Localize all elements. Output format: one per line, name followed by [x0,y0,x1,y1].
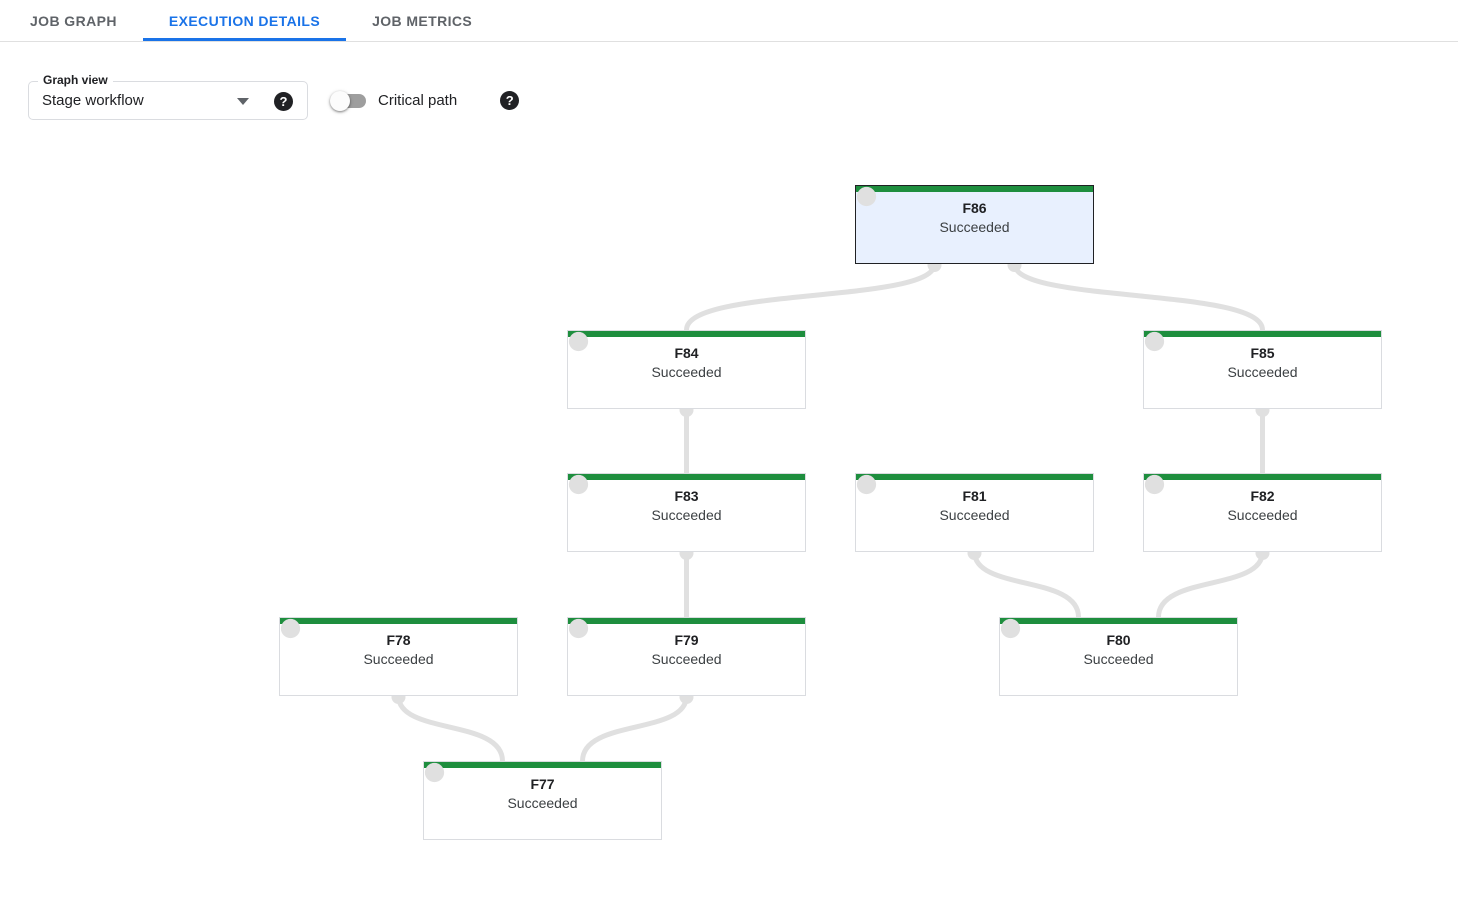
tab-label: JOB METRICS [372,12,473,29]
status-bar [856,474,1093,480]
stage-node-f84[interactable]: F84 Succeeded [567,330,806,409]
tab-execution-details[interactable]: EXECUTION DETAILS [143,0,346,41]
graph-edge [684,263,937,331]
execution-details-page: JOB GRAPH EXECUTION DETAILS JOB METRICS … [0,0,1458,840]
check-circle-icon [568,618,589,639]
check-circle-icon [856,474,877,495]
stage-node-status: Succeeded [939,219,1010,235]
critical-path-control: Critical path ? [330,90,520,111]
stage-node-f77[interactable]: F77 Succeeded [423,761,662,840]
stage-node-f78[interactable]: F78 Succeeded [279,617,518,696]
stage-node-title: F84 [674,345,699,361]
stage-node-title: F80 [1106,632,1131,648]
toggle-thumb [330,90,350,111]
check-circle-icon [1000,618,1021,639]
graph-edge [972,551,1081,618]
stage-node-title: F81 [962,488,987,504]
stage-node-f79[interactable]: F79 Succeeded [567,617,806,696]
critical-path-help-icon[interactable]: ? [500,91,520,110]
status-bar [568,618,805,624]
stage-node-f86[interactable]: F86 Succeeded [855,185,1094,264]
graph-view-select-label: Graph view [38,73,113,87]
check-circle-icon [856,186,877,207]
graph-toolbar: Graph view Stage workflow ? Critical pat… [28,73,1458,120]
stage-node-title: F86 [962,200,987,216]
stage-node-status: Succeeded [363,651,434,667]
tab-label: EXECUTION DETAILS [168,12,321,29]
check-circle-icon [568,474,589,495]
status-bar [568,474,805,480]
stage-node-status: Succeeded [651,507,722,523]
status-bar [1144,331,1381,337]
stage-node-status: Succeeded [939,507,1010,523]
stage-node-status: Succeeded [651,364,722,380]
graph-view-select[interactable]: Graph view Stage workflow ? [28,73,308,120]
tab-label: JOB GRAPH [30,12,117,29]
tab-job-metrics[interactable]: JOB METRICS [346,0,498,41]
stage-node-status: Succeeded [1083,651,1154,667]
graph-edge [1156,551,1265,618]
check-circle-icon [1144,331,1165,352]
status-bar [1000,618,1237,624]
stage-node-status: Succeeded [1227,507,1298,523]
graph-view-select-value: Stage workflow [42,92,144,109]
graph-edge [1012,263,1265,331]
stage-node-status: Succeeded [1227,364,1298,380]
stage-node-title: F82 [1250,488,1275,504]
critical-path-toggle[interactable] [330,90,367,111]
status-bar [280,618,517,624]
stage-node-status: Succeeded [507,795,578,811]
stage-node-status: Succeeded [651,651,722,667]
stage-node-f81[interactable]: F81 Succeeded [855,473,1094,552]
status-bar [568,331,805,337]
critical-path-label: Critical path [378,92,458,109]
status-bar [856,186,1093,192]
stage-node-title: F79 [674,632,699,648]
stage-node-f80[interactable]: F80 Succeeded [999,617,1238,696]
check-circle-icon [424,762,445,783]
chevron-down-icon [237,97,249,105]
check-circle-icon [280,618,301,639]
stage-node-title: F85 [1250,345,1275,361]
stage-node-f83[interactable]: F83 Succeeded [567,473,806,552]
stage-node-title: F78 [386,632,411,648]
graph-view-help-icon[interactable]: ? [274,92,293,111]
stage-node-f82[interactable]: F82 Succeeded [1143,473,1382,552]
status-bar [424,762,661,768]
stage-node-title: F83 [674,488,699,504]
stage-node-f85[interactable]: F85 Succeeded [1143,330,1382,409]
tab-job-graph[interactable]: JOB GRAPH [4,0,143,41]
check-circle-icon [568,331,589,352]
status-bar [1144,474,1381,480]
graph-edge [580,695,689,762]
graph-edge [396,695,505,762]
stage-node-title: F77 [530,776,555,792]
tab-bar: JOB GRAPH EXECUTION DETAILS JOB METRICS [0,0,1458,42]
check-circle-icon [1144,474,1165,495]
